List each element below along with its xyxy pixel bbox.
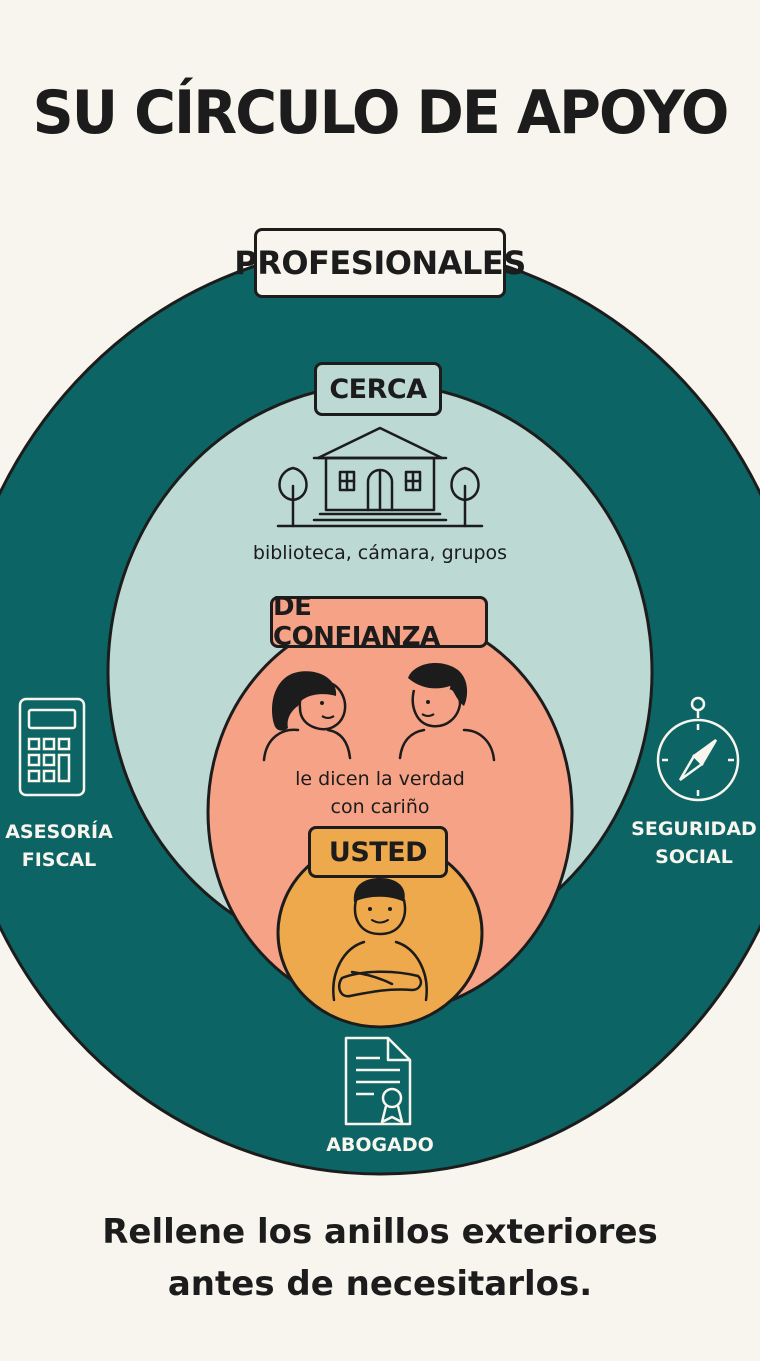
ring-label-confianza: DE CONFIANZA — [270, 592, 488, 652]
cerca-caption: biblioteca, cámara, grupos — [252, 542, 508, 564]
person-arms-crossed-icon — [332, 878, 428, 1002]
footer-line1: Rellene los anillos exteriores — [102, 1212, 658, 1252]
professional-seguridad-social: SEGURIDAD SOCIAL — [628, 815, 760, 871]
professional-asesoria-fiscal: ASESORÍA FISCAL — [0, 818, 118, 874]
legal-document-icon — [344, 1036, 412, 1126]
abogado-line1: ABOGADO — [326, 1134, 434, 1156]
confianza-caption: le dicen la verdad con cariño — [250, 765, 510, 821]
calculator-icon — [18, 697, 86, 797]
asesoria-line2: FISCAL — [21, 849, 97, 871]
man-icon — [398, 663, 496, 762]
seguridad-line2: SOCIAL — [655, 846, 733, 868]
ring-label-usted: USTED — [308, 826, 448, 878]
footer-line2: antes de necesitarlos. — [167, 1264, 593, 1304]
seguridad-line1: SEGURIDAD — [631, 818, 757, 840]
page-title: SU CÍRCULO DE APOYO — [32, 78, 730, 148]
confianza-caption-line2: con cariño — [330, 796, 430, 818]
footer-message: Rellene los anillos exteriores antes de … — [0, 1206, 760, 1310]
woman-icon — [262, 671, 352, 762]
library-building-icon — [276, 426, 484, 528]
confianza-caption-line1: le dicen la verdad — [295, 768, 465, 790]
asesoria-line1: ASESORÍA — [5, 821, 113, 843]
ring-label-cerca: CERCA — [314, 362, 442, 416]
professional-abogado: ABOGADO — [300, 1131, 460, 1159]
ring-label-profesionales: PROFESIONALES — [234, 228, 526, 298]
compass-icon — [656, 696, 740, 802]
